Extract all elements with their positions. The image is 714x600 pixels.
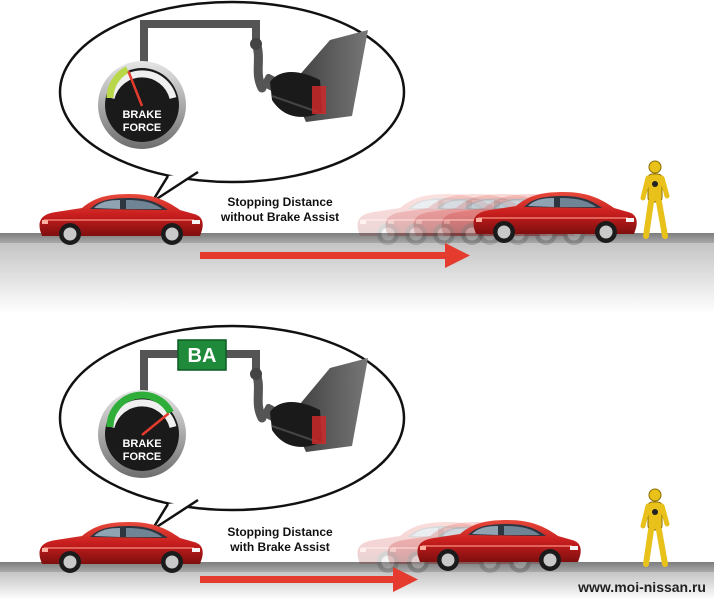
watermark: www.moi-nissan.ru: [577, 579, 706, 595]
panel-without-brake-assist: BRAKE FORCE Stopping Distance without Br…: [0, 0, 714, 313]
panel-with-brake-assist: BA BRAKE FORCE Stopping Di: [0, 324, 714, 600]
foot-icon: [270, 358, 368, 452]
foot-icon: [270, 30, 368, 122]
caption-line-2: with Brake Assist: [229, 540, 330, 554]
gauge-label-brake: BRAKE: [122, 438, 161, 450]
gauge-label-force: FORCE: [123, 122, 162, 134]
caption-line-1: Stopping Distance: [227, 525, 333, 539]
brake-force-gauge: BRAKE FORCE: [98, 390, 186, 478]
pedestrian-dummy: [643, 489, 667, 564]
stopping-distance-arrow: [200, 567, 418, 592]
brake-force-gauge: BRAKE FORCE: [98, 61, 186, 149]
gauge-label-brake: BRAKE: [122, 109, 161, 121]
road-surface: [0, 562, 714, 572]
ba-badge: BA: [177, 339, 227, 371]
road-surface: [0, 233, 714, 243]
pedestrian-dummy: [643, 161, 667, 236]
caption-line-2: without Brake Assist: [220, 210, 339, 224]
gauge-label-force: FORCE: [123, 451, 162, 463]
stopping-distance-arrow: [200, 243, 470, 268]
caption-line-1: Stopping Distance: [227, 195, 333, 209]
ba-badge-label: BA: [188, 345, 217, 367]
